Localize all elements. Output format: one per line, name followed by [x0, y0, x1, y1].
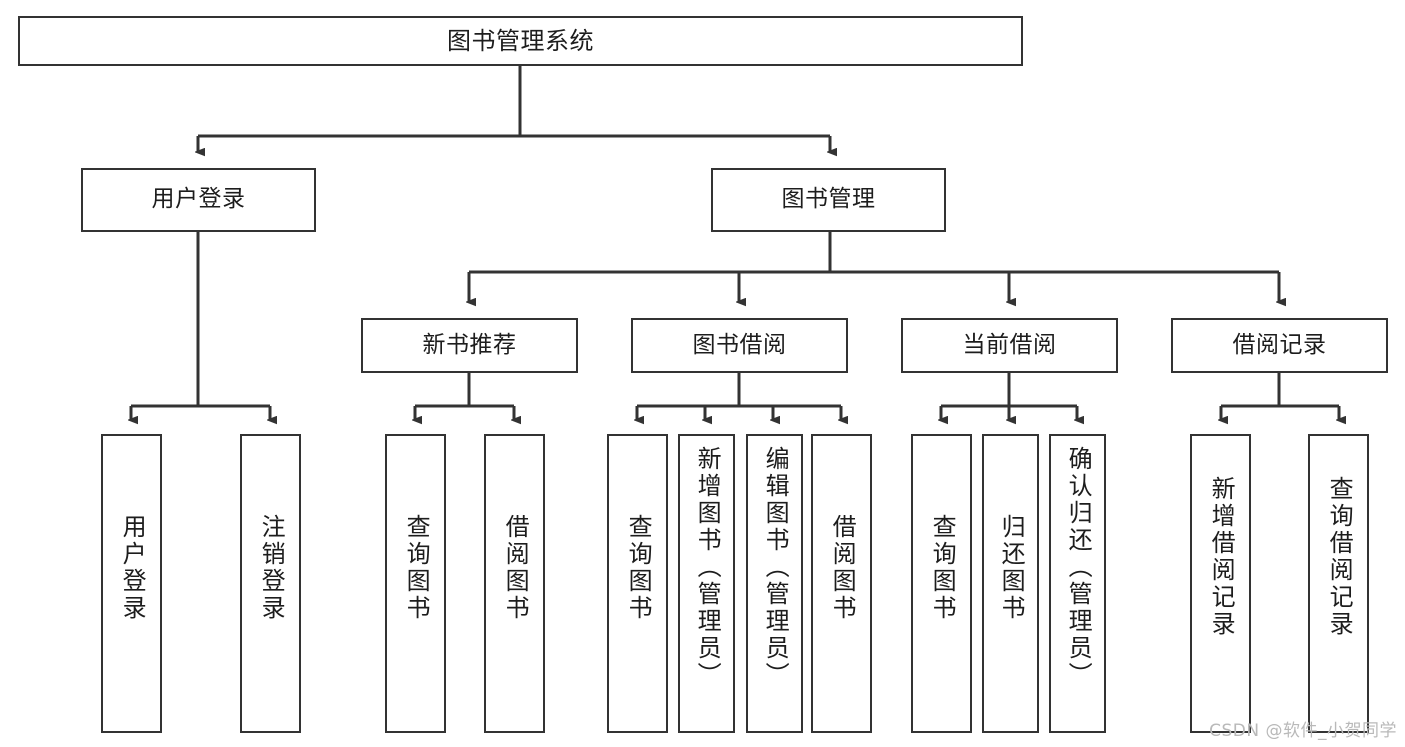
- node-leaf-query-record[interactable]: 查询借阅记录: [1308, 434, 1369, 733]
- node-leaf-query-book-2[interactable]: 查询图书: [607, 434, 668, 733]
- node-leaf-add-book-label: 新增图书（管理员）: [693, 446, 722, 689]
- node-leaf-borrow-book-1[interactable]: 借阅图书: [484, 434, 545, 733]
- watermark: CSDN @软件_小贺同学: [1209, 721, 1397, 741]
- node-leaf-edit-book-label: 编辑图书（管理员）: [761, 446, 790, 689]
- node-leaf-confirm-return-label: 确认归还（管理员）: [1064, 446, 1093, 689]
- node-borrow-record-label: 借阅记录: [1232, 331, 1327, 358]
- node-leaf-query-book-3-label: 查询图书: [928, 514, 957, 622]
- node-leaf-user-login-label: 用户登录: [118, 514, 147, 622]
- node-leaf-return-book-label: 归还图书: [997, 514, 1026, 622]
- node-user-login[interactable]: 用户登录: [81, 168, 316, 232]
- node-leaf-add-record-label: 新增借阅记录: [1207, 476, 1236, 638]
- node-leaf-user-logout[interactable]: 注销登录: [240, 434, 301, 733]
- node-book-management-label: 图书管理: [781, 186, 876, 213]
- node-leaf-query-book-2-label: 查询图书: [624, 514, 653, 622]
- node-new-book-recommend[interactable]: 新书推荐: [361, 318, 578, 373]
- node-leaf-return-book[interactable]: 归还图书: [982, 434, 1039, 733]
- node-leaf-user-login[interactable]: 用户登录: [101, 434, 162, 733]
- node-leaf-query-book-1-label: 查询图书: [402, 514, 431, 622]
- node-user-login-label: 用户登录: [151, 186, 246, 213]
- node-leaf-confirm-return[interactable]: 确认归还（管理员）: [1049, 434, 1106, 733]
- node-book-management[interactable]: 图书管理: [711, 168, 946, 232]
- node-leaf-borrow-book-2[interactable]: 借阅图书: [811, 434, 872, 733]
- node-current-borrow[interactable]: 当前借阅: [901, 318, 1118, 373]
- node-leaf-add-record[interactable]: 新增借阅记录: [1190, 434, 1251, 733]
- node-current-borrow-label: 当前借阅: [962, 331, 1057, 358]
- node-root[interactable]: 图书管理系统: [18, 16, 1023, 66]
- node-book-borrow[interactable]: 图书借阅: [631, 318, 848, 373]
- node-leaf-add-book[interactable]: 新增图书（管理员）: [678, 434, 735, 733]
- node-root-label: 图书管理系统: [447, 26, 594, 55]
- node-new-book-recommend-label: 新书推荐: [422, 331, 517, 358]
- node-leaf-user-logout-label: 注销登录: [257, 514, 286, 622]
- node-leaf-query-book-3[interactable]: 查询图书: [911, 434, 972, 733]
- node-borrow-record[interactable]: 借阅记录: [1171, 318, 1388, 373]
- node-book-borrow-label: 图书借阅: [692, 331, 787, 358]
- node-leaf-query-book-1[interactable]: 查询图书: [385, 434, 446, 733]
- node-leaf-borrow-book-1-label: 借阅图书: [501, 514, 530, 622]
- node-leaf-query-record-label: 查询借阅记录: [1325, 476, 1354, 638]
- node-leaf-edit-book[interactable]: 编辑图书（管理员）: [746, 434, 803, 733]
- node-leaf-borrow-book-2-label: 借阅图书: [828, 514, 857, 622]
